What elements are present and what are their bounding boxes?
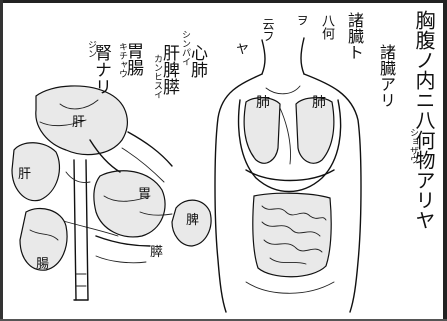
label-stomach: 胃 [138,188,151,201]
torso-clavicle [266,86,300,94]
torso-neck-left [262,40,265,74]
torso-neck-right [301,38,304,74]
text-column-3: 諸臓ト [346,12,362,60]
pelvic-line [246,282,334,293]
label-liver: 肝 [72,116,85,129]
label-lung-right: 肺 [312,96,326,110]
label-liver-side: 肝 [18,168,31,181]
label-spleen: 脾 [186,214,199,227]
vessel-6 [96,256,146,263]
ruby-ichou: キチャウ [117,42,126,78]
text-column-2: 諸臓アリ [378,44,394,108]
ruby-shinpai: シンパイ [180,30,189,66]
ruby-jin: ジン [86,40,95,58]
ruby-kanpisui: カンヒスイ [152,54,161,99]
text-column-4: 八何 [320,14,333,40]
label-pancreas: 膵 [150,246,163,259]
pancreas-line [96,236,150,246]
vessel-2 [128,132,172,166]
torso-figure [215,38,361,312]
aorta-right-edge [86,160,88,300]
text-column-5: ヲ [296,14,308,26]
text-column-9: 肝脾膵 [160,44,177,95]
text-column-6: 云フ [262,18,274,42]
aorta-left-edge [74,160,76,300]
label-lung-left: 肺 [256,96,270,110]
label-intestine: 腸 [36,258,49,271]
text-column-1: 胸腹ノ内ニ八何物アリヤ [414,10,434,230]
ruby-shozo: ショザウ [408,128,417,164]
heart-line [280,108,291,164]
stomach [94,171,165,237]
text-column-8: 心肺 [188,44,205,78]
text-column-7: ヤ [234,42,247,55]
